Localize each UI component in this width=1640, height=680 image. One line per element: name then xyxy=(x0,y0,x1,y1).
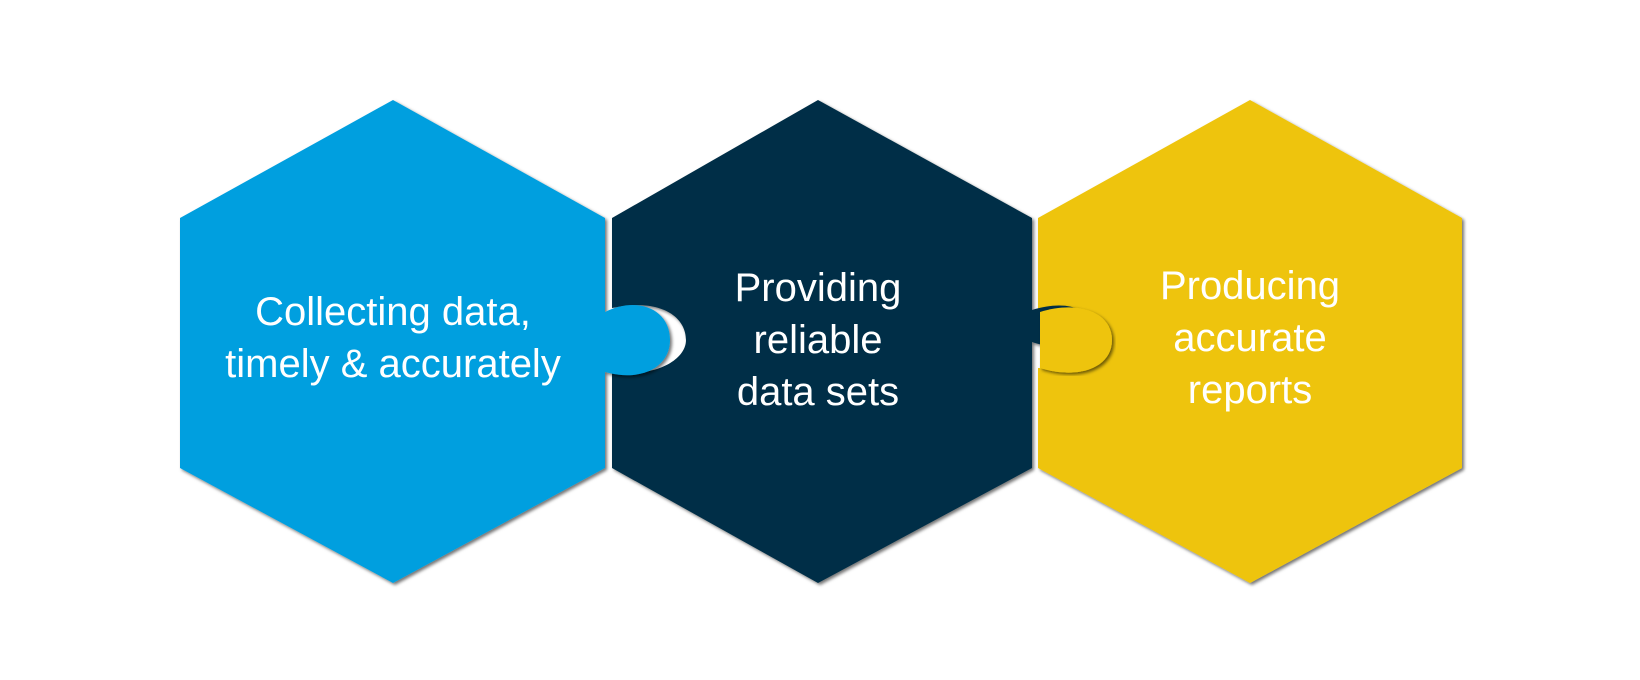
label-piece-3-line-3: reports xyxy=(1187,368,1313,412)
hexagon-piece-3 xyxy=(1038,100,1462,583)
hexagon-piece-2 xyxy=(612,100,1088,583)
hexagon-piece-1 xyxy=(180,100,670,583)
label-piece-1-line-1: Collecting data, xyxy=(255,290,531,334)
label-piece-2-line-1: Providing xyxy=(734,266,902,310)
label-piece-3-line-2: accurate xyxy=(1173,316,1327,360)
label-piece-3: Producing accurate reports xyxy=(1100,260,1400,416)
puzzle-tab-2 xyxy=(1040,307,1112,373)
label-piece-1-line-2: timely & accurately xyxy=(225,342,561,386)
label-piece-1: Collecting data, timely & accurately xyxy=(193,286,593,390)
label-piece-2: Providing reliable data sets xyxy=(668,262,968,418)
label-piece-2-line-2: reliable xyxy=(753,318,883,362)
label-piece-3-line-1: Producing xyxy=(1159,264,1341,308)
label-piece-2-line-3: data sets xyxy=(736,370,900,414)
